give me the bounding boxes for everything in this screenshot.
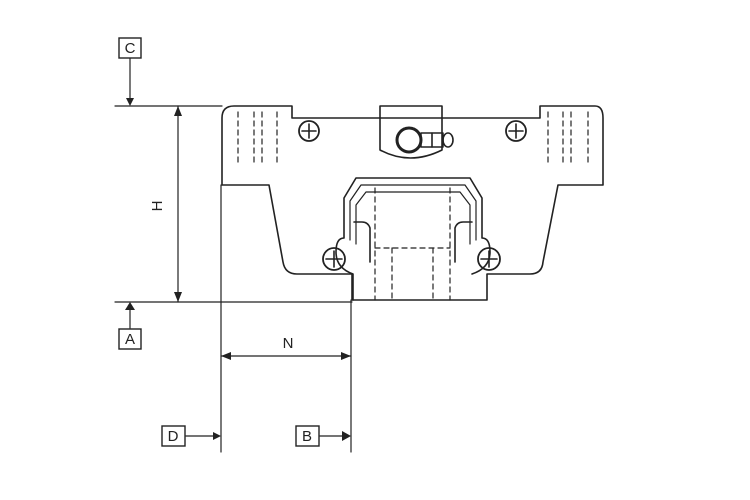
rail-cutout-inner — [349, 184, 477, 241]
height-label: H — [149, 201, 166, 212]
datum-d-box — [161, 425, 186, 447]
bottom-right-screw-icon — [477, 247, 501, 271]
datum-a-label: A — [125, 331, 135, 348]
rail-cutout-outer — [335, 177, 491, 301]
datum-c-label: C — [125, 40, 136, 57]
carriage-block-outline — [221, 105, 604, 301]
grease-nipple-icon — [395, 126, 423, 154]
datum-a-box — [118, 328, 142, 350]
bottom-left-screw-icon — [322, 247, 346, 271]
n-dimension-label: N — [283, 335, 294, 352]
datum-b-label: B — [302, 428, 312, 445]
datum-c-box — [118, 37, 142, 59]
datum-b-box — [295, 425, 320, 447]
top-left-screw-icon — [298, 120, 320, 142]
rail-bolt-hole — [374, 187, 451, 301]
right-flange-bolt-hole — [547, 111, 589, 163]
left-flange-bolt-hole — [237, 111, 278, 163]
rail-neck — [353, 221, 473, 263]
grease-nipple-tip — [442, 132, 454, 148]
datum-d-label: D — [168, 428, 179, 445]
top-right-screw-icon — [505, 120, 527, 142]
rail-cutout-seal — [355, 191, 471, 245]
grease-nipple-housing — [379, 105, 443, 159]
